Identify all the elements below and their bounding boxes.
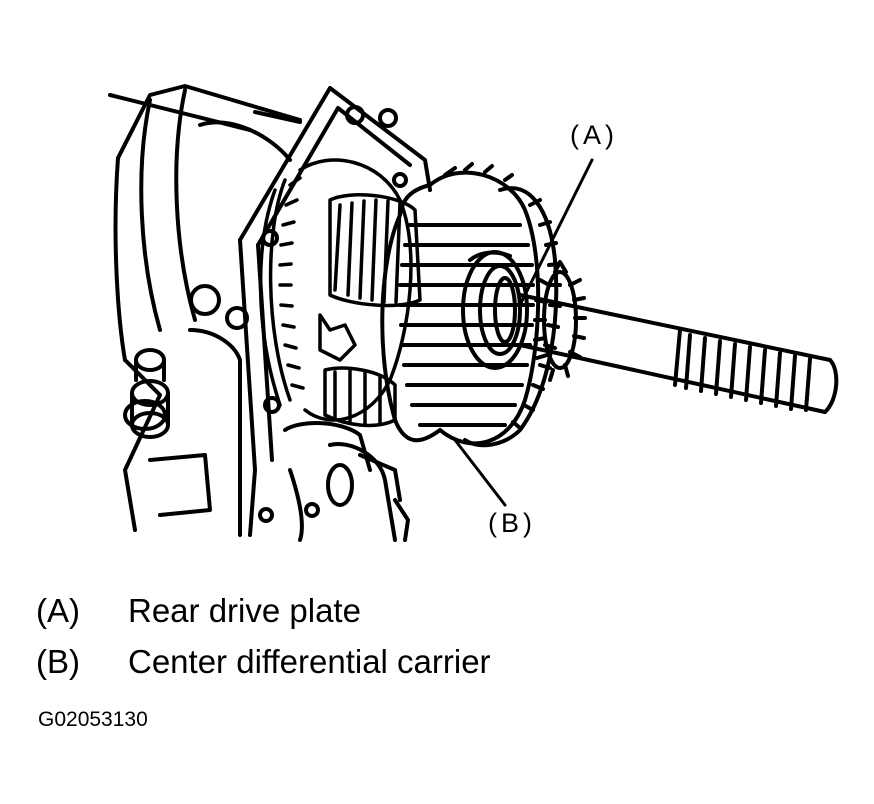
figure-id: G02053130: [38, 708, 148, 731]
helical-gear: [318, 193, 422, 428]
transmission-case: [108, 84, 302, 537]
legend-label: Rear drive plate: [128, 592, 361, 629]
leader-line-a: [518, 158, 594, 307]
lower-housing: [283, 421, 410, 542]
legend-label: Center differential carrier: [128, 643, 491, 680]
legend-item-b: (B) Center differential carrier: [36, 643, 491, 681]
output-shaft: [518, 293, 839, 414]
rear-drive-plate: [461, 250, 529, 370]
center-differential-carrier: [380, 162, 562, 448]
spline-sprocket: [533, 260, 587, 382]
case-bolts: [123, 348, 170, 439]
callout-a-label: (A): [570, 120, 618, 150]
legend-key: (B): [36, 643, 80, 680]
callout-b-label: (B): [488, 508, 536, 538]
legend-item-a: (A) Rear drive plate: [36, 592, 361, 630]
case-flange: [238, 86, 432, 537]
legend-key: (A): [36, 592, 80, 629]
leader-line-b: [453, 438, 507, 507]
transmission-diagram: [108, 84, 839, 542]
